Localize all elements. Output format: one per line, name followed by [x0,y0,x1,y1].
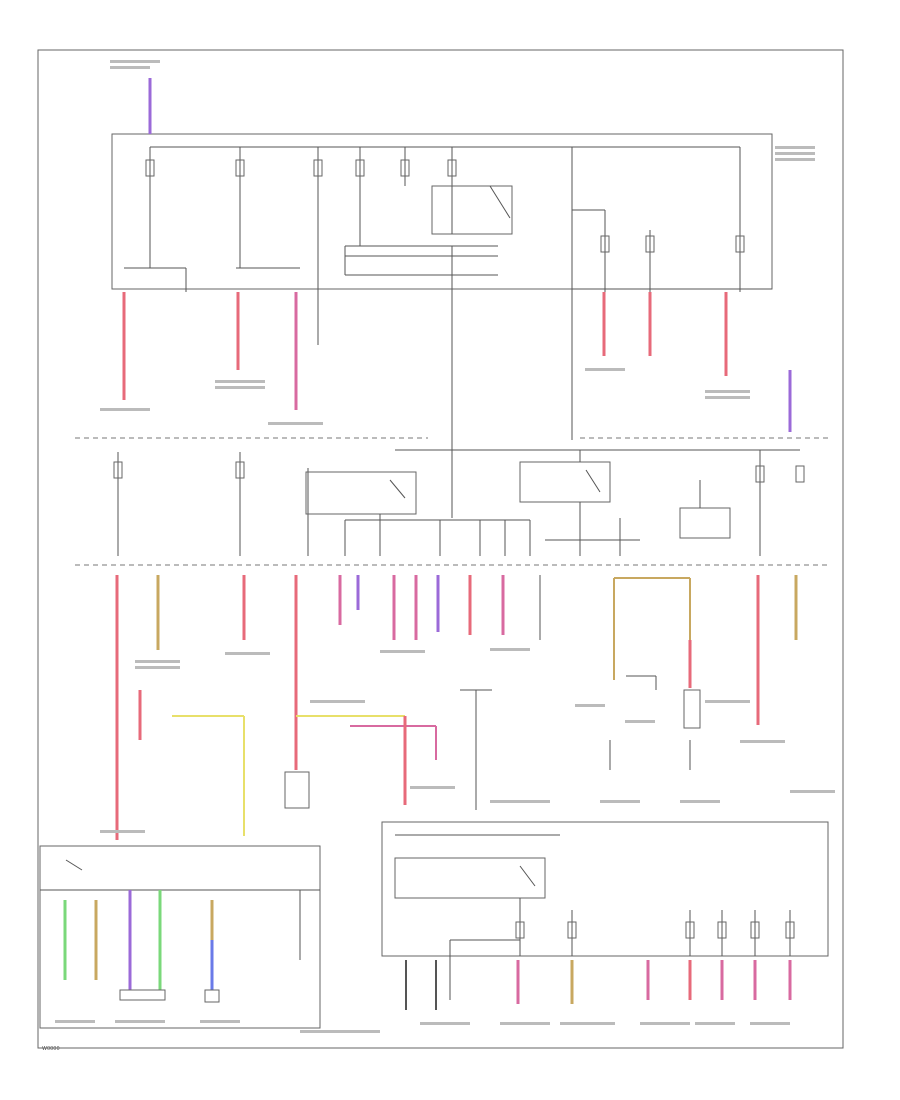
middle-fuse-box [113,449,805,556]
label-marks [55,60,835,1033]
diagram-code: W0000 [42,1046,60,1052]
bottom-right-box [381,821,829,1000]
top-output-wires [122,292,792,432]
bottom-left-box [39,845,321,1029]
bottom-output-wires [405,960,792,1010]
middle-output-wires [115,575,798,840]
diagram-frame [37,49,844,1049]
top-fuse-box [111,61,773,518]
